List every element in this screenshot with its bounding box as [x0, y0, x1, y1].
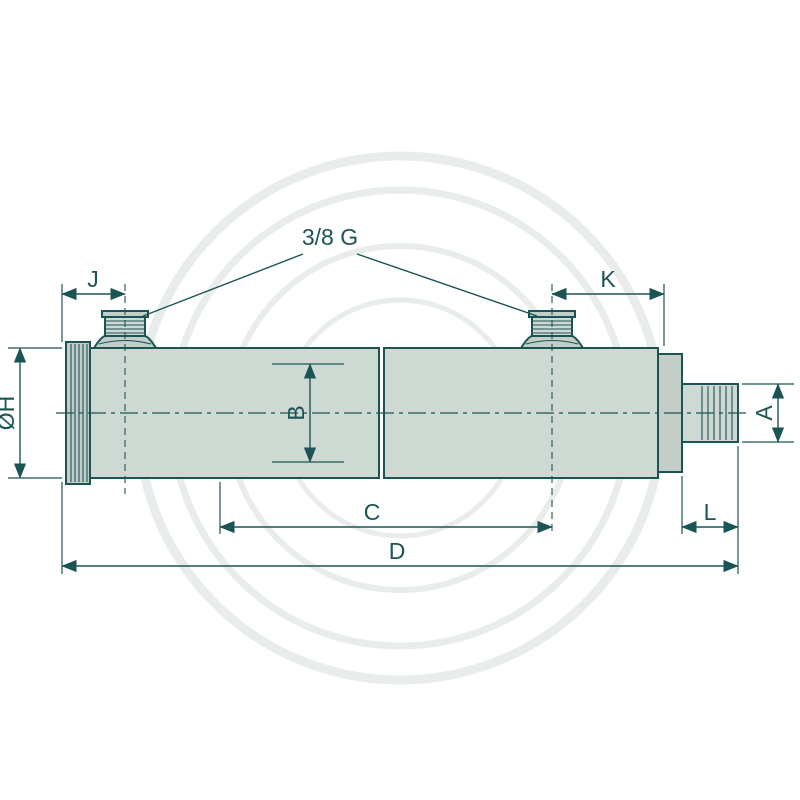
- dimension-k: K: [551, 266, 665, 346]
- dim-label-c: C: [364, 499, 381, 525]
- dim-label-diameter-h: ØH: [0, 396, 19, 431]
- dim-label-d: D: [389, 538, 406, 564]
- thread-callout: 3/8 G: [142, 224, 538, 317]
- dimension-j: J: [61, 266, 126, 342]
- dimension-c: C: [219, 482, 553, 534]
- dim-label-b: B: [283, 405, 309, 420]
- dim-label-j: J: [87, 266, 99, 292]
- dim-label-k: K: [600, 266, 616, 292]
- dim-label-l: L: [704, 499, 717, 525]
- hydraulic-port-right: [519, 310, 585, 349]
- thread-size-label: 3/8 G: [302, 224, 358, 250]
- dimension-h: ØH: [0, 347, 62, 479]
- hydraulic-port-left: [92, 310, 158, 349]
- dimension-a: A: [742, 383, 794, 443]
- dimension-b: B: [272, 363, 344, 463]
- dimension-l: L: [681, 476, 739, 534]
- dimension-d: D: [61, 446, 739, 574]
- dim-label-a: A: [751, 405, 777, 421]
